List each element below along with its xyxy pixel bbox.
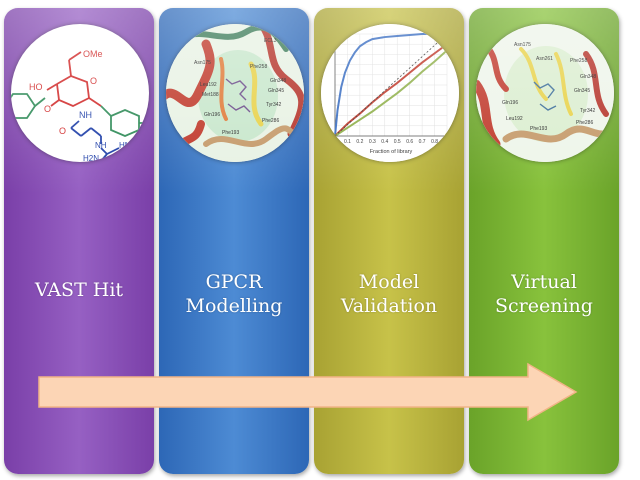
docking-pose-render: Asn175 Asn261 Phe258 Gln348 Gln345 Gln19… xyxy=(476,24,614,162)
residue-label: ECL3 xyxy=(264,38,277,44)
x-tick-label: 0.6 xyxy=(406,139,413,145)
arrow-shape xyxy=(38,362,578,422)
ring-oxygen-label: O xyxy=(90,76,97,86)
residue-label: Gln196 xyxy=(502,100,518,106)
residue-label: ECL2 xyxy=(174,40,187,46)
stage-label-line-2: Modelling xyxy=(185,295,283,317)
residue-label: Gln348 xyxy=(270,78,286,84)
amide-nh-label: NH xyxy=(79,110,92,120)
guanidine-nh-label: NH xyxy=(95,141,107,150)
stage-label-line-2: Screening xyxy=(495,295,593,317)
enrichment-chart: 0.1 0.2 0.3 0.4 0.5 0.6 0.7 0.8 Fraction of lib… xyxy=(321,24,459,162)
ome-label: OMe xyxy=(83,49,103,59)
residue-label: Leu192 xyxy=(506,116,523,122)
workflow-arrow xyxy=(38,362,578,422)
residue-label: Gln345 xyxy=(574,88,590,94)
x-tick-labels: 0.1 0.2 0.3 0.4 0.5 0.6 0.7 0.8 xyxy=(344,139,438,145)
residue-label: Phe258 xyxy=(250,64,267,70)
x-tick-label: 0.3 xyxy=(369,139,376,145)
residue-label: Phe286 xyxy=(262,118,279,124)
link-oxygen-label: O xyxy=(44,104,51,114)
x-tick-label: 0.4 xyxy=(381,139,388,145)
residue-label: Phe193 xyxy=(530,126,547,132)
gpcr-binding-site-render: ECL2 ECL3 Asn175 Phe258 Leu192 Met188 Ty… xyxy=(166,24,304,162)
residue-label: Phe258 xyxy=(570,58,587,64)
residue-label: Gln345 xyxy=(268,88,284,94)
x-tick-label: 0.7 xyxy=(419,139,426,145)
stage-label-line-1: Model xyxy=(358,271,420,293)
residue-label: Phe286 xyxy=(576,120,593,126)
validation-chart-image: 0.1 0.2 0.3 0.4 0.5 0.6 0.7 0.8 Fraction of lib… xyxy=(321,24,459,162)
x-tick-label: 0.2 xyxy=(356,139,363,145)
benzyl-left xyxy=(11,93,46,119)
residue-label: Tyr342 xyxy=(266,102,282,108)
residue-label: Phe193 xyxy=(222,130,239,136)
series-line-4 xyxy=(334,33,448,137)
guanidine-hn-label: HN xyxy=(119,141,131,150)
stage-label-line-1: VAST Hit xyxy=(34,279,124,301)
molecule-structure-image: OMe HO O O NH O NH xyxy=(11,24,149,162)
residue-label: Gln348 xyxy=(580,74,596,80)
x-tick-label: 0.5 xyxy=(394,139,401,145)
x-axis-label: Fraction of library xyxy=(370,149,413,155)
x-tick-label: 0.1 xyxy=(344,139,351,145)
stage-label-vast-hit: VAST Hit xyxy=(4,278,154,302)
stage-label-line-1: Virtual xyxy=(511,271,577,293)
residue-label: Tyr342 xyxy=(580,108,596,114)
stage-label-model-validation: Model Validation xyxy=(314,270,464,318)
series-line-1 xyxy=(334,33,447,137)
stage-label-gpcr-modelling: GPCR Modelling xyxy=(159,270,309,318)
molecule-structure-diagram: OMe HO O O NH O NH xyxy=(11,49,149,162)
residue-label: Asn175 xyxy=(194,60,211,66)
residue-label: Met188 xyxy=(202,92,219,98)
carbonyl-oxygen-label: O xyxy=(59,126,66,136)
guanidine-nh2-label: H2N xyxy=(83,154,99,162)
stage-label-line-1: GPCR xyxy=(205,271,263,293)
x-tick-label: 0.8 xyxy=(431,139,438,145)
benzyl-right xyxy=(100,105,149,137)
residue-label: Asn261 xyxy=(536,56,553,62)
stage-label-virtual-screening: Virtual Screening xyxy=(469,270,619,318)
gpcr-model-image: ECL2 ECL3 Asn175 Phe258 Leu192 Met188 Ty… xyxy=(166,24,304,162)
residue-label: Leu192 xyxy=(200,82,217,88)
chart-series xyxy=(334,33,448,137)
stage-label-line-2: Validation xyxy=(340,295,438,317)
residue-label: Asn175 xyxy=(514,42,531,48)
residue-label: Gln196 xyxy=(204,112,220,118)
ho-label: HO xyxy=(29,82,43,92)
sugar-ring xyxy=(46,51,102,107)
screening-model-image: Asn175 Asn261 Phe258 Gln348 Gln345 Gln19… xyxy=(476,24,614,162)
series-line-3 xyxy=(334,49,448,137)
